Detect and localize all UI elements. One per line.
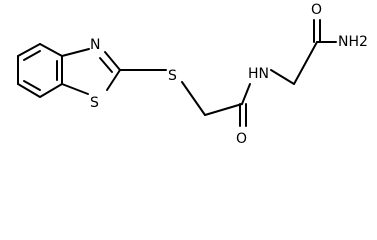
side-chain [119, 19, 337, 127]
bond-nh-ch2 [270, 69, 295, 85]
label-amide-oxygen: O [236, 131, 247, 147]
label-amide-nitrogen: HN [248, 66, 269, 82]
label-terminal-oxygen: O [311, 2, 322, 18]
bond-s-ring-c7a [61, 83, 89, 95]
label-ring-nitrogen: N [90, 37, 100, 53]
bond-ch2-amide-c [293, 41, 318, 85]
label-thioether-sulfur: S [168, 68, 177, 84]
bond-s-ch2 [181, 81, 206, 116]
benzene-ring [17, 43, 63, 98]
thiazole-ring [61, 48, 121, 95]
bond-benzene-inner-2 [23, 80, 41, 91]
molecule-structure-diagram: N S S HN O O NH2 [17, 2, 368, 147]
bond-c3a-n [61, 48, 90, 57]
bond-benzene-inner-1 [23, 50, 41, 61]
bond-n-c2-double-outer [104, 51, 121, 71]
bond-benzene-4 [17, 83, 41, 98]
bond-n-c2-double-inner [99, 57, 113, 73]
bond-ch2-carbonyl [204, 103, 243, 116]
bond-c2-s-ring [106, 69, 121, 91]
bond-carbonyl-nh [241, 83, 251, 105]
label-terminal-amine: NH2 [338, 34, 368, 50]
bond-benzene-1 [39, 43, 63, 57]
label-ring-sulfur: S [90, 95, 99, 111]
bond-benzene-6 [17, 43, 41, 57]
bond-benzene-3 [39, 83, 63, 98]
